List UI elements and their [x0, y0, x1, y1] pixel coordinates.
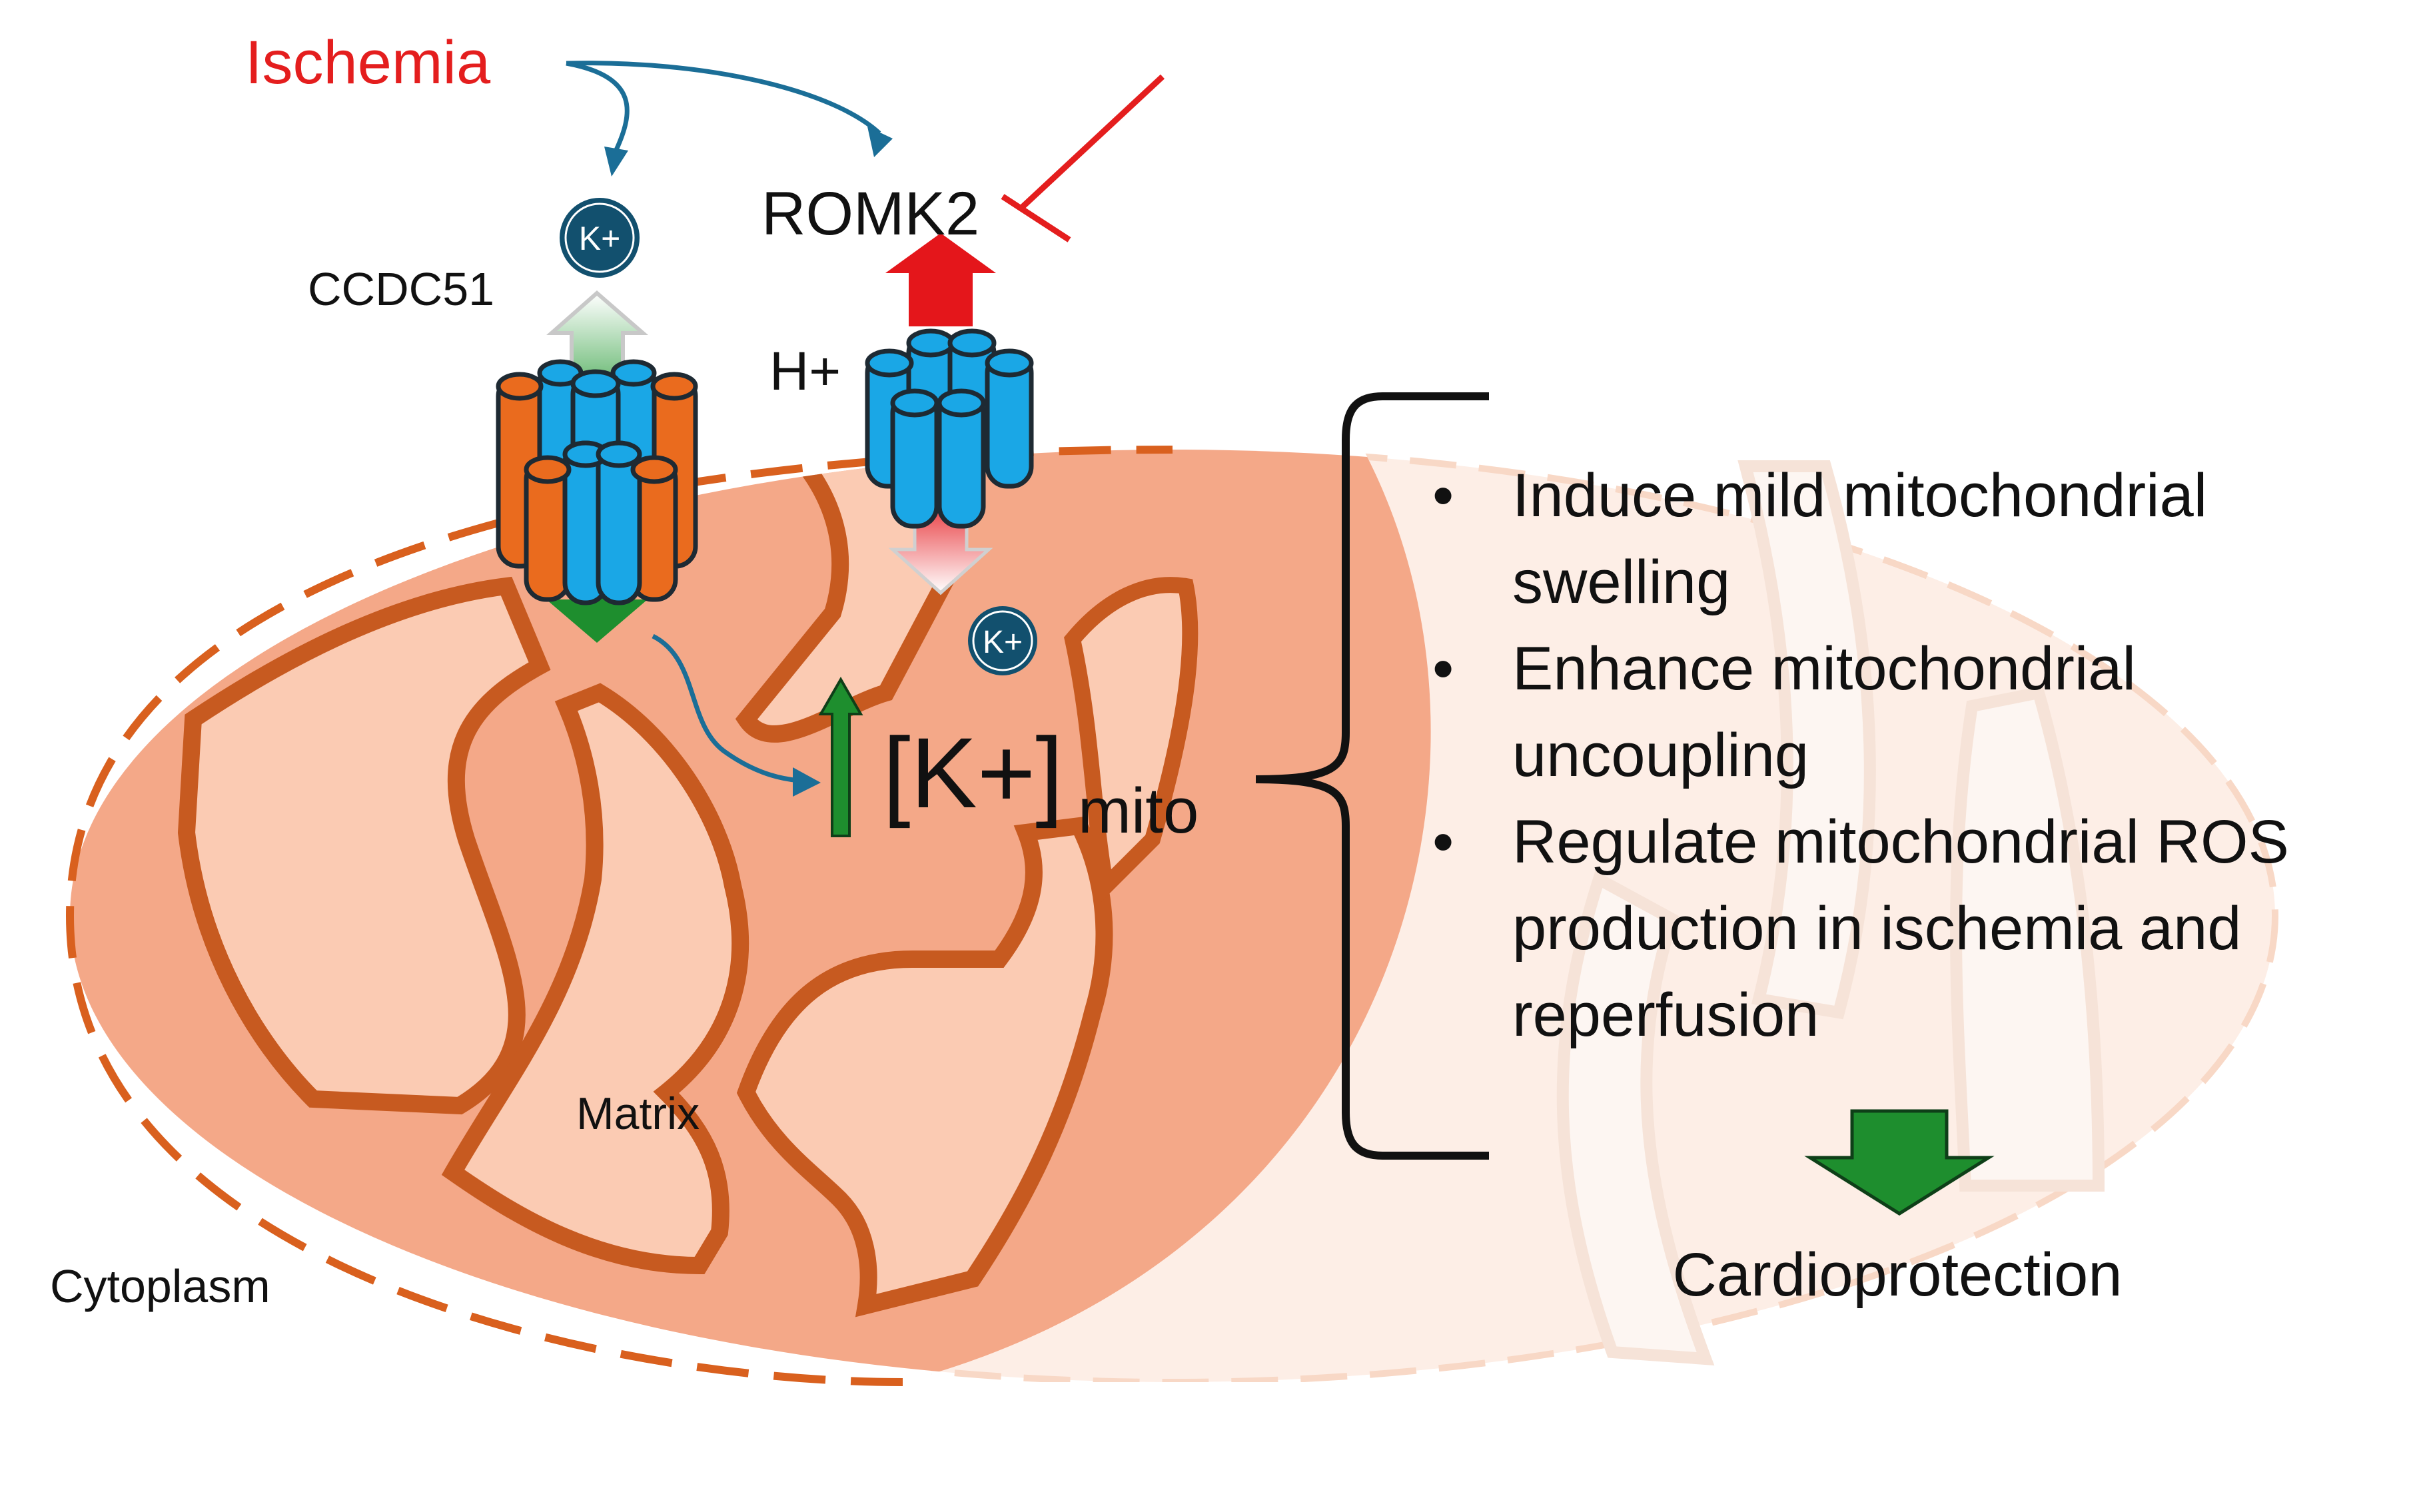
cytoplasm-label: Cytoplasm — [50, 1260, 270, 1312]
h-ion-label: H+ — [769, 341, 841, 402]
k-mito-subscript: mito — [1078, 775, 1199, 847]
romk2-label: ROMK2 — [761, 180, 979, 248]
effect-3-line-2: production in ischemia and — [1512, 895, 2241, 962]
k-ion-matrix-icon: K+ — [968, 606, 1037, 675]
effect-2-line-2: uncoupling — [1512, 721, 1809, 789]
cardioprotection-label: Cardioprotection — [1672, 1241, 2122, 1309]
effect-1-line-1: Induce mild mitochondrial — [1512, 462, 2207, 530]
romk2-channel — [865, 233, 1034, 595]
effects-brace — [1255, 392, 1489, 1160]
k-ion-label-matrix: K+ — [983, 625, 1023, 660]
matrix-label: Matrix — [576, 1088, 700, 1139]
k-mito-label: [K+] — [883, 717, 1063, 829]
k-accumulation-arrow — [652, 633, 821, 797]
effect-2-line-1: Enhance mitochondrial — [1512, 635, 2136, 703]
k-ion-label-top: K+ — [579, 220, 621, 257]
effect-1-line-2: swelling — [1512, 548, 1730, 616]
bullet: • — [1432, 462, 1454, 530]
up-arrow-icon — [818, 676, 863, 837]
mitochondrion — [65, 446, 1431, 1386]
effect-3-line-3: reperfusion — [1512, 981, 1819, 1049]
inhibition-icon — [1001, 74, 1165, 242]
ccdc51-label: CCDC51 — [308, 263, 494, 315]
bullet: • — [1432, 808, 1454, 876]
k-ion-icon: K+ — [560, 198, 640, 278]
effects-list: • Induce mild mitochondrial swelling • E… — [1432, 462, 2289, 1049]
inner-membrane-cristae — [177, 450, 1199, 1318]
ccdc51-channel — [496, 290, 698, 643]
ischemia-arrows — [566, 61, 893, 177]
bullet: • — [1432, 635, 1454, 703]
down-arrow-icon — [1804, 1109, 1995, 1216]
ischemia-label: Ischemia — [245, 29, 491, 97]
h-efflux-arrow — [885, 233, 996, 326]
effect-3-line-1: Regulate mitochondrial ROS — [1512, 808, 2289, 876]
